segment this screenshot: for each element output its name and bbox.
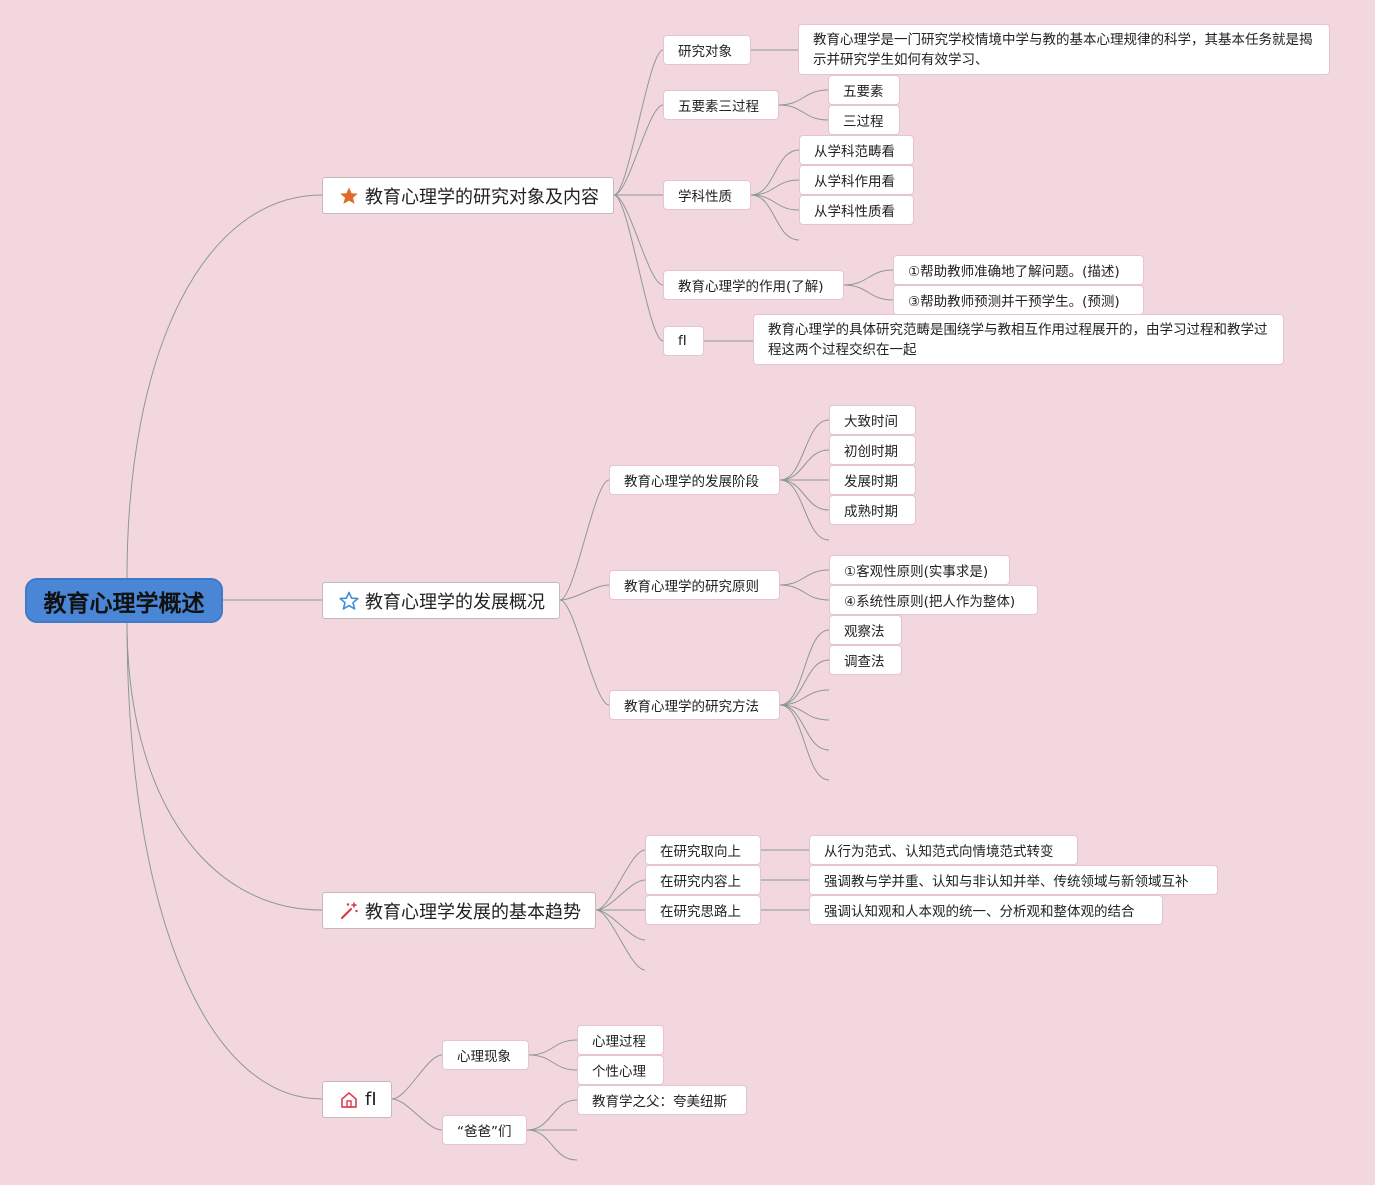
connector-line xyxy=(779,629,830,706)
connector-line xyxy=(779,419,830,481)
star-outline-icon xyxy=(339,591,359,611)
main-topic-label: fI xyxy=(365,1089,377,1110)
leaf-stage-mature[interactable]: 成熟时期 xyxy=(829,495,916,525)
connector-line xyxy=(126,621,323,1100)
main-topic-research-object[interactable]: 教育心理学的研究对象及内容 xyxy=(322,177,614,214)
subtopic-role[interactable]: 教育心理学的作用(了解) xyxy=(663,270,844,300)
leaf-method-survey[interactable]: 调查法 xyxy=(829,645,902,675)
subtopic-methods[interactable]: 教育心理学的研究方法 xyxy=(609,690,780,720)
leaf-discipline-scope[interactable]: 从学科范畴看 xyxy=(799,135,914,165)
root-topic[interactable]: 教育心理学概述 xyxy=(25,578,223,623)
leaf-mental-process[interactable]: 心理过程 xyxy=(577,1025,664,1055)
connector-line xyxy=(779,689,830,706)
leaf-content[interactable]: 强调教与学并重、认知与非认知并举、传统领域与新领域互补 xyxy=(809,865,1218,895)
subtopic-research-object[interactable]: 研究对象 xyxy=(663,35,751,65)
connector-line xyxy=(779,584,830,601)
connector-line xyxy=(559,584,610,601)
main-topic-trends[interactable]: 教育心理学发展的基本趋势 xyxy=(322,892,596,929)
connector-line xyxy=(595,849,646,911)
connector-line xyxy=(391,1098,443,1131)
leaf-stage-initial[interactable]: 初创时期 xyxy=(829,435,916,465)
subtopic-fathers[interactable]: “爸爸”们 xyxy=(442,1115,527,1145)
connector-line xyxy=(779,704,830,751)
subtopic-fi[interactable]: fI xyxy=(663,326,704,356)
connector-line xyxy=(528,1039,578,1056)
home-icon xyxy=(339,1090,359,1110)
connector-line xyxy=(126,194,323,579)
leaf-method-observation[interactable]: 观察法 xyxy=(829,615,902,645)
main-topic-development[interactable]: 教育心理学的发展概况 xyxy=(322,582,560,619)
leaf-comenius[interactable]: 教育学之父：夸美纽斯 xyxy=(577,1085,747,1115)
leaf-discipline-nature[interactable]: 从学科性质看 xyxy=(799,195,914,225)
leaf-principle-objective[interactable]: ①客观性原则(实事求是) xyxy=(829,555,1010,585)
subtopic-principles[interactable]: 教育心理学的研究原则 xyxy=(609,570,780,600)
connector-line xyxy=(595,909,646,941)
connector-line xyxy=(779,479,830,511)
connector-line xyxy=(559,599,610,706)
connector-line xyxy=(750,149,800,196)
connector-line xyxy=(613,194,664,286)
connector-line xyxy=(126,621,323,911)
connector-line xyxy=(526,1129,578,1161)
connector-line xyxy=(595,879,646,911)
subtopic-mental-phenomena[interactable]: 心理现象 xyxy=(442,1040,529,1070)
star-filled-icon xyxy=(339,186,359,206)
subtopic-orientation[interactable]: 在研究取向上 xyxy=(645,835,761,865)
subtopic-discipline-nature[interactable]: 学科性质 xyxy=(663,180,751,210)
connector-line xyxy=(613,104,664,196)
subtopic-approach[interactable]: 在研究思路上 xyxy=(645,895,761,925)
subtopic-five-elements[interactable]: 五要素三过程 xyxy=(663,90,779,120)
magic-wand-icon xyxy=(339,901,359,921)
connector-line xyxy=(778,104,829,121)
connector-line xyxy=(391,1054,443,1100)
connector-line xyxy=(843,284,894,301)
connector-line xyxy=(559,479,610,601)
leaf-stage-development[interactable]: 发展时期 xyxy=(829,465,916,495)
leaf-personality[interactable]: 个性心理 xyxy=(577,1055,664,1085)
main-topic-label: 教育心理学的研究对象及内容 xyxy=(365,186,599,208)
leaf-five-elements[interactable]: 五要素 xyxy=(828,75,900,105)
main-topic-label: 教育心理学发展的基本趋势 xyxy=(365,901,581,923)
leaf-definition[interactable]: 教育心理学是一门研究学校情境中学与教的基本心理规律的科学，其基本任务就是揭示并研… xyxy=(798,24,1330,75)
connector-line xyxy=(778,89,829,106)
leaf-discipline-function[interactable]: 从学科作用看 xyxy=(799,165,914,195)
leaf-three-processes[interactable]: 三过程 xyxy=(828,105,900,135)
connector-line xyxy=(779,479,830,541)
main-topic-fi[interactable]: fI xyxy=(322,1081,392,1118)
leaf-approach[interactable]: 强调认知观和人本观的统一、分析观和整体观的结合 xyxy=(809,895,1163,925)
connector-line xyxy=(843,269,894,286)
leaf-stage-time[interactable]: 大致时间 xyxy=(829,405,916,435)
connector-line xyxy=(526,1099,578,1131)
connector-line xyxy=(750,179,800,196)
connector-line xyxy=(613,194,664,342)
subtopic-stages[interactable]: 教育心理学的发展阶段 xyxy=(609,465,780,495)
connector-line xyxy=(779,659,830,706)
connector-line xyxy=(750,194,800,211)
connector-line xyxy=(528,1054,578,1071)
main-topic-label: 教育心理学的发展概况 xyxy=(365,591,545,613)
leaf-principle-systematic[interactable]: ④系统性原则(把人作为整体) xyxy=(829,585,1038,615)
leaf-research-scope[interactable]: 教育心理学的具体研究范畴是围绕学与教相互作用过程展开的，由学习过程和教学过程这两… xyxy=(753,314,1284,365)
connector-line xyxy=(750,194,800,241)
connector-line xyxy=(779,704,830,781)
connector-line xyxy=(779,569,830,586)
subtopic-content[interactable]: 在研究内容上 xyxy=(645,865,761,895)
leaf-orientation[interactable]: 从行为范式、认知范式向情境范式转变 xyxy=(809,835,1078,865)
leaf-role-describe[interactable]: ①帮助教师准确地了解问题。(描述) xyxy=(893,255,1144,285)
connector-line xyxy=(595,909,646,971)
leaf-role-predict[interactable]: ③帮助教师预测并干预学生。(预测) xyxy=(893,285,1144,315)
connector-line xyxy=(779,449,830,481)
connector-line xyxy=(613,49,664,196)
